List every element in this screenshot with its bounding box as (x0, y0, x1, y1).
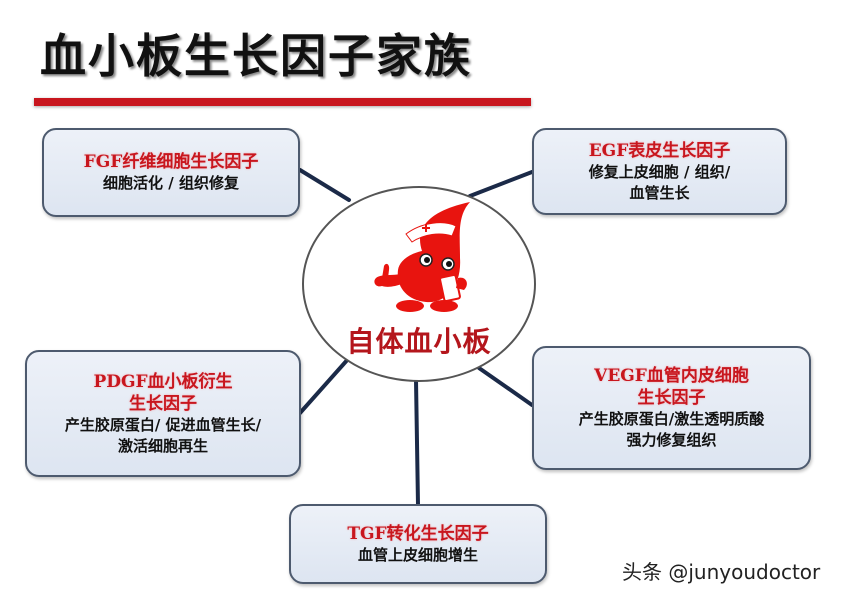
blood-drop-nurse-mascot-icon (374, 202, 470, 312)
pdgf-description-line1: 产生胶原蛋白/ 促进血管生长/ (64, 415, 262, 434)
center-label: 自体血小板 (346, 325, 492, 358)
tgf-description: 血管上皮细胞增生 (357, 545, 478, 564)
title-underline (34, 98, 531, 106)
page-title: 血小板生长因子家族 (40, 29, 472, 83)
connector-fgf (298, 168, 351, 202)
vegf-title-line1: VEGF血管内皮细胞 (594, 366, 749, 386)
fgf-description: 细胞活化 / 组织修复 (103, 174, 239, 192)
egf-box: EGF表皮生长因子 修复上皮细胞 / 组织/ 血管生长 (532, 128, 787, 215)
egf-title: EGF表皮生长因子 (588, 140, 731, 161)
pdgf-title-line1: PDGF血小板衍生 (93, 371, 233, 392)
connector-pdgf (298, 356, 351, 415)
connector-egf (468, 170, 534, 198)
connector-tgf (414, 378, 420, 507)
egf-description-line2: 血管生长 (629, 183, 690, 202)
vegf-description-line1: 产生胶原蛋白/激生透明质酸 (578, 410, 765, 428)
watermark: 头条 @junyoudoctor (622, 560, 821, 584)
connector-vegf (477, 366, 534, 407)
pdgf-box: PDGF血小板衍生 生长因子 产生胶原蛋白/ 促进血管生长/ 激活细胞再生 (25, 350, 301, 477)
pdgf-title-line2: 生长因子 (129, 393, 197, 414)
center-platelet-node: 自体血小板 (302, 186, 536, 382)
vegf-title-line2: 生长因子 (637, 388, 706, 408)
tgf-title: TGF转化生长因子 (347, 523, 489, 544)
fgf-box: FGF纤维细胞生长因子 细胞活化 / 组织修复 (42, 128, 300, 217)
egf-description-line1: 修复上皮细胞 / 组织/ (588, 162, 731, 181)
tgf-box: TGF转化生长因子 血管上皮细胞增生 (289, 504, 547, 584)
pdgf-description-line2: 激活细胞再生 (117, 436, 208, 455)
fgf-title: FGF纤维细胞生长因子 (83, 152, 259, 172)
vegf-box: VEGF血管内皮细胞 生长因子 产生胶原蛋白/激生透明质酸 强力修复组织 (532, 346, 811, 470)
vegf-description-line2: 强力修复组织 (626, 431, 717, 449)
